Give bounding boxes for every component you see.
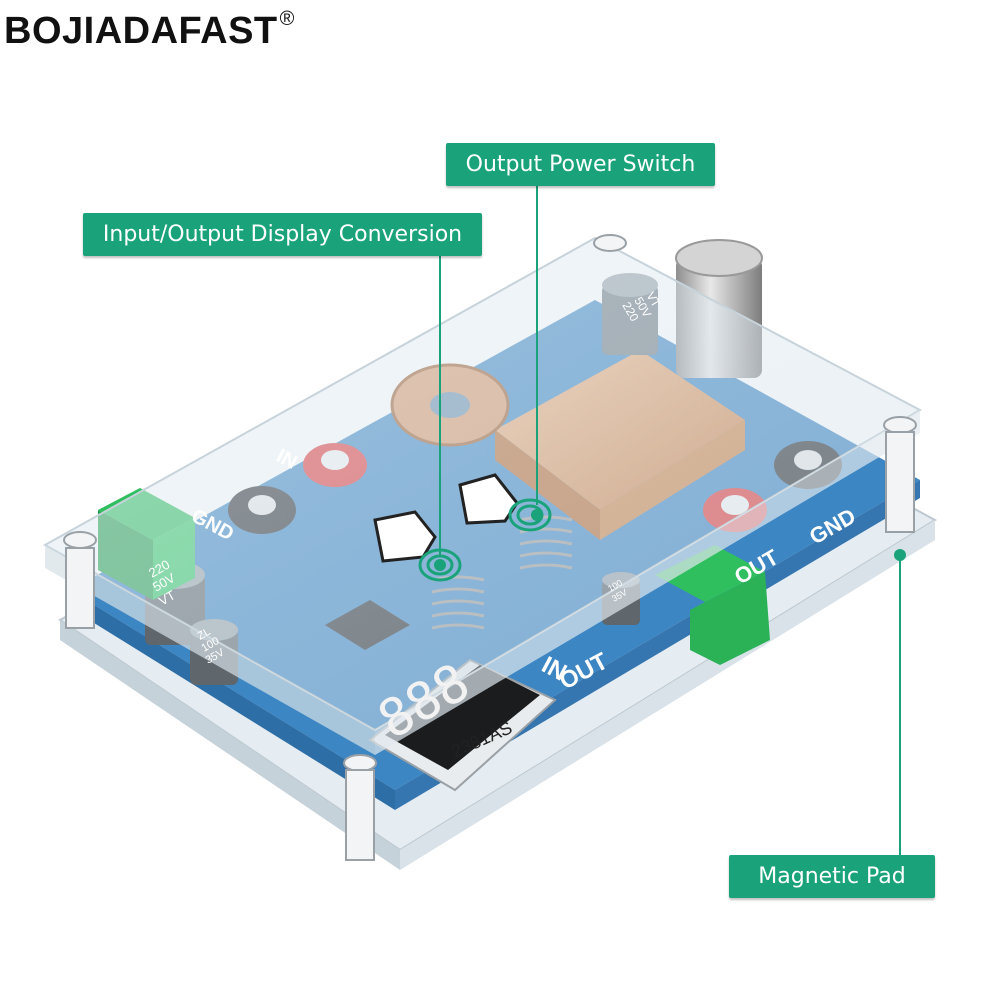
cap-left-type: VT xyxy=(156,587,178,608)
terminal-block-right xyxy=(655,545,770,665)
callout-dot-magnet xyxy=(894,549,906,561)
callout-magnetic-pad: Magnetic Pad xyxy=(729,855,935,898)
cap-top-type: VT xyxy=(643,290,663,311)
hand-pointer-icon xyxy=(373,473,519,563)
brand-name: BOJIADAFAST xyxy=(4,10,278,52)
callout-dot-display xyxy=(434,559,446,571)
cap-small-type: ZL xyxy=(196,626,213,643)
callout-leader-lines xyxy=(439,186,901,855)
callout-input-output-display: Input/Output Display Conversion xyxy=(83,213,482,256)
registered-mark: ® xyxy=(279,8,295,31)
brand-logo: BOJIADAFAST® xyxy=(4,8,295,53)
callout-dot-switch xyxy=(531,509,543,521)
callout-output-power-switch: Output Power Switch xyxy=(446,143,715,186)
standoff-screws xyxy=(63,234,917,861)
